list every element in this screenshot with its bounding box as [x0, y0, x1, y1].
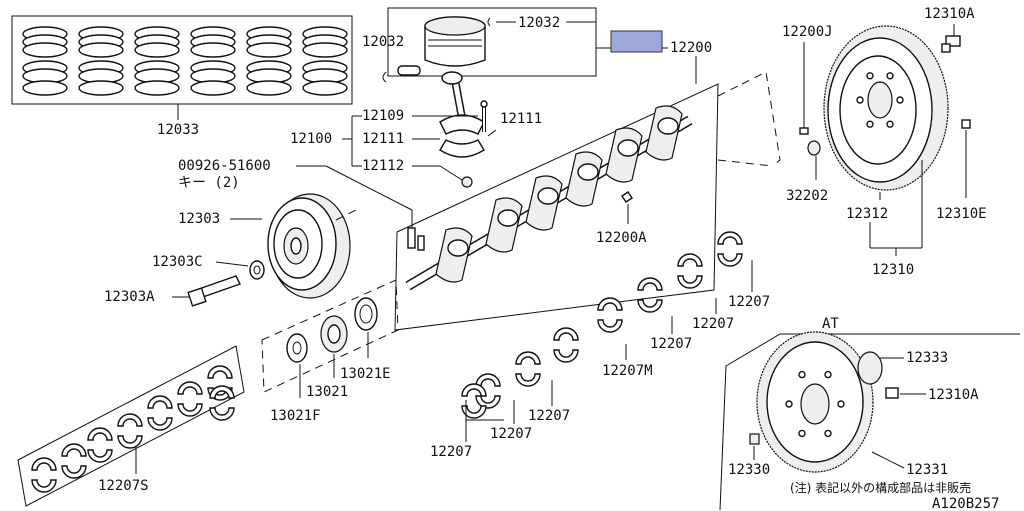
label-key-qty: キー (2) — [178, 175, 240, 191]
label-flywheel-bolt-top[interactable]: 12310A — [924, 6, 975, 22]
label-pulley-washer[interactable]: 12303C — [152, 254, 203, 270]
label-main-bearing-d[interactable]: 12207 — [528, 408, 570, 424]
bearing-shell — [61, 443, 87, 479]
highlight-marker[interactable] — [610, 30, 663, 53]
label-key-part-no[interactable]: 00926-51600 — [178, 158, 271, 174]
piston-ring-stack — [246, 26, 292, 96]
label-flywheel-assembly[interactable]: 12310 — [872, 262, 914, 278]
label-crank-pulley[interactable]: 12303 — [178, 211, 220, 227]
drive-plate-hole — [798, 429, 806, 438]
label-crank-sprocket[interactable]: 13021 — [306, 384, 348, 400]
piston-ring-stack — [134, 26, 180, 96]
label-drive-plate-reinforcement[interactable]: 12333 — [906, 350, 948, 366]
label-main-bearing-c[interactable]: 12207 — [650, 336, 692, 352]
label-piston-clip-left[interactable]: 12032 — [362, 34, 404, 50]
flywheel-hole — [856, 96, 864, 104]
crankshaft-part — [405, 105, 693, 291]
piston-ring-stack — [302, 26, 348, 96]
flywheel-hole — [886, 72, 894, 80]
crankshaft-region: 12200 12200A — [394, 40, 719, 331]
label-crank-plug[interactable]: 12200A — [596, 230, 647, 246]
main-bearing-shell — [461, 383, 487, 419]
drive-plate-hole — [824, 370, 832, 379]
diagram-code: A120B257 — [932, 496, 999, 511]
label-conrod-assembly[interactable]: 12100 — [290, 131, 332, 147]
main-bearing-shell — [597, 297, 623, 333]
main-bearing-shell — [637, 277, 663, 313]
label-main-bearing-a[interactable]: 12207 — [728, 294, 770, 310]
flywheel-hole — [886, 120, 894, 128]
note-non-sale-parts: (注) 表記以外の構成部品は非販売 — [790, 480, 971, 495]
main-bearing-shell — [717, 231, 743, 267]
label-thrust-washer[interactable]: 13021E — [340, 366, 391, 382]
piston-ring-set-box: 12033 — [11, 15, 353, 138]
sprocket-group: 13021F 13021 13021E — [261, 279, 399, 424]
label-conrod-bolt[interactable]: 12109 — [362, 108, 404, 124]
label-piston-ring-set[interactable]: 12033 — [157, 122, 199, 138]
drive-plate-hole — [837, 400, 845, 408]
piston-ring-stack — [190, 26, 236, 96]
label-main-bearing-b[interactable]: 12207 — [692, 316, 734, 332]
bearing-shell — [117, 413, 143, 449]
label-piston-clip-right[interactable]: 12032 — [518, 15, 560, 31]
bearing-shell — [147, 395, 173, 431]
label-conrod-nut[interactable]: 12111 — [362, 131, 404, 147]
flywheel-hole — [866, 72, 874, 80]
piston-box: 12032 12032 — [362, 7, 668, 83]
label-flywheel-ring-gear[interactable]: 12312 — [846, 206, 888, 222]
conrod-group: 12109 12111 12111 12100 12112 — [290, 71, 542, 188]
label-conrod-bushing[interactable]: 12112 — [362, 158, 404, 174]
bearing-set-box: 12207S — [17, 345, 245, 507]
flywheel-hole — [866, 120, 874, 128]
label-drive-plate-bolt[interactable]: 12310A — [928, 387, 979, 403]
label-bearing-set-std[interactable]: 12207S — [98, 478, 149, 494]
bearing-shell — [31, 457, 57, 493]
label-main-bearing-e[interactable]: 12207 — [490, 426, 532, 442]
main-bearings-group: 12207 12207 12207 12207M 12207 12207 122… — [430, 231, 770, 460]
bearing-shell — [177, 381, 203, 417]
label-pilot-bushing[interactable]: 32202 — [786, 188, 828, 204]
key-callout: 00926-51600 キー (2) — [178, 158, 413, 228]
flywheel-group: 12200J 12310A 12310E 32202 12312 12310 — [717, 6, 987, 278]
label-pulley-bolt[interactable]: 12303A — [104, 289, 155, 305]
crank-pulley-group: 12303 12303C 12303A — [104, 193, 361, 307]
main-bearing-shell — [677, 253, 703, 289]
bearing-shell — [209, 385, 235, 421]
drive-plate-hole — [798, 370, 806, 379]
bearing-shell — [87, 427, 113, 463]
drive-plate-hole — [824, 429, 832, 438]
label-crankshaft[interactable]: 12200 — [670, 40, 712, 56]
at-drive-plate-group: AT 12333 12310A 12330 12331 — [719, 316, 1020, 511]
label-drive-plate-pilot[interactable]: 12330 — [728, 462, 770, 478]
main-bearing-shell — [553, 327, 579, 363]
label-conrod-cap[interactable]: 12111 — [500, 111, 542, 127]
label-at-section[interactable]: AT — [822, 316, 839, 332]
piston-ring-stack — [78, 26, 124, 96]
drive-plate-hole — [785, 400, 793, 408]
label-flywheel-pilot-pin[interactable]: 12200J — [782, 24, 833, 40]
label-sprocket-spacer[interactable]: 13021F — [270, 408, 321, 424]
main-bearing-shell — [515, 351, 541, 387]
flywheel-hole — [896, 96, 904, 104]
label-flywheel-dowel[interactable]: 12310E — [936, 206, 987, 222]
label-main-bearing-f[interactable]: 12207 — [430, 444, 472, 460]
label-drive-plate[interactable]: 12331 — [906, 462, 948, 478]
piston-ring-stack — [22, 26, 68, 96]
label-main-bearing-m[interactable]: 12207M — [602, 363, 653, 379]
